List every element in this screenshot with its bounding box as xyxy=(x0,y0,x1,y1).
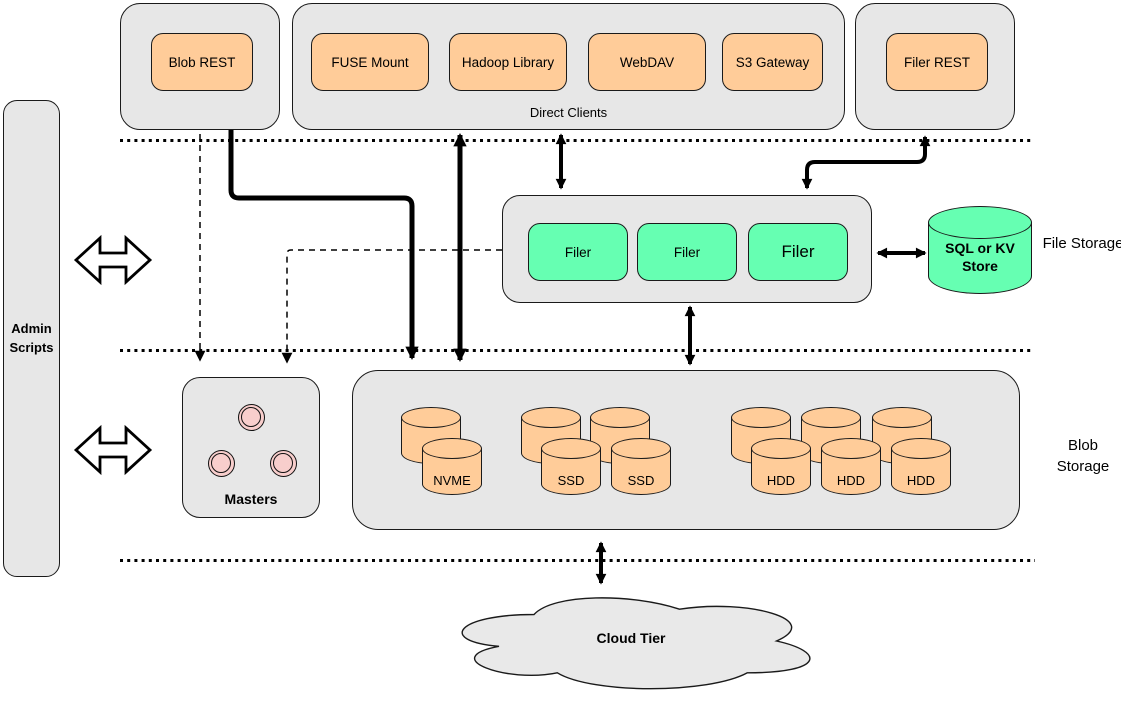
blob-storage-tier-label: Blob Storage xyxy=(1056,437,1110,475)
filer-rest-node: Filer REST xyxy=(886,33,988,91)
volume-cylinder-ssd: SSD xyxy=(541,438,601,495)
direct-clients-label: Direct Clients xyxy=(529,105,608,120)
blob-storage-group: NVME SSD SSD HDD HDD HDD xyxy=(352,370,1020,530)
filer-node: Filer xyxy=(637,223,737,281)
filer-node: Filer xyxy=(748,223,848,281)
cylinder-label: HDD xyxy=(836,473,866,488)
master-node-icon xyxy=(237,403,265,431)
file-storage-tier-label: File Storage xyxy=(1042,235,1121,252)
master-node-icon xyxy=(269,449,297,477)
cylinder-top xyxy=(401,407,461,428)
cylinder-top xyxy=(751,438,811,459)
volume-cylinder-hdd: HDD xyxy=(751,438,811,495)
filer-node: Filer xyxy=(528,223,628,281)
cylinder-label: SSD xyxy=(627,473,655,488)
connector-filers-to-filerrest xyxy=(801,135,931,190)
client-node-webdav: WebDAV xyxy=(588,33,706,91)
cylinder-top xyxy=(801,407,861,428)
masters-box: Masters xyxy=(182,377,320,518)
cylinder-top xyxy=(821,438,881,459)
master-node-icon xyxy=(207,449,235,477)
admin-filetier-doublearrow-icon xyxy=(73,234,153,286)
cloud-icon xyxy=(461,597,811,690)
cylinder-label: HDD xyxy=(906,473,936,488)
kv-store-label: SQL or KV Store xyxy=(945,240,1015,274)
connector-filers-to-masters xyxy=(281,249,502,364)
cylinder-top xyxy=(541,438,601,459)
cylinder-top xyxy=(590,407,650,428)
client-node-fuse-mount: FUSE Mount xyxy=(311,33,429,91)
admin-scripts-label: Admin Scripts xyxy=(9,320,54,355)
admin-blobtier-doublearrow-icon xyxy=(73,424,153,476)
connector-blobrest-to-blobstorage xyxy=(228,130,419,361)
cylinder-top xyxy=(422,438,482,459)
cylinder-top xyxy=(872,407,932,428)
cylinder-top xyxy=(611,438,671,459)
volume-cylinder-hdd: HDD xyxy=(891,438,951,495)
masters-label: Masters xyxy=(224,491,278,507)
admin-scripts-box: Admin Scripts xyxy=(3,100,60,577)
filer-rest-container: Filer REST xyxy=(855,3,1015,130)
client-node-hadoop-library: Hadoop Library xyxy=(449,33,567,91)
direct-clients-container: Direct Clients FUSE Mount Hadoop Library W… xyxy=(292,3,845,130)
cylinder-label: NVME xyxy=(433,473,471,488)
cloud-tier-shape: Cloud Tier xyxy=(437,588,825,698)
volume-cylinder-nvme: NVME xyxy=(422,438,482,495)
blob-rest-container: Blob REST xyxy=(120,3,280,130)
client-node-s3-gateway: S3 Gateway xyxy=(722,33,823,91)
volume-cylinder-hdd: HDD xyxy=(821,438,881,495)
cloud-tier-label: Cloud Tier xyxy=(596,630,666,646)
cylinder-top xyxy=(521,407,581,428)
volume-cylinder-ssd: SSD xyxy=(611,438,671,495)
cylinder-top xyxy=(928,206,1032,239)
cylinder-top xyxy=(891,438,951,459)
cylinder-label: SSD xyxy=(557,473,585,488)
blob-rest-node: Blob REST xyxy=(151,33,253,91)
kv-store-cylinder: SQL or KV Store xyxy=(928,206,1032,294)
cylinder-top xyxy=(731,407,791,428)
cylinder-label: HDD xyxy=(766,473,796,488)
